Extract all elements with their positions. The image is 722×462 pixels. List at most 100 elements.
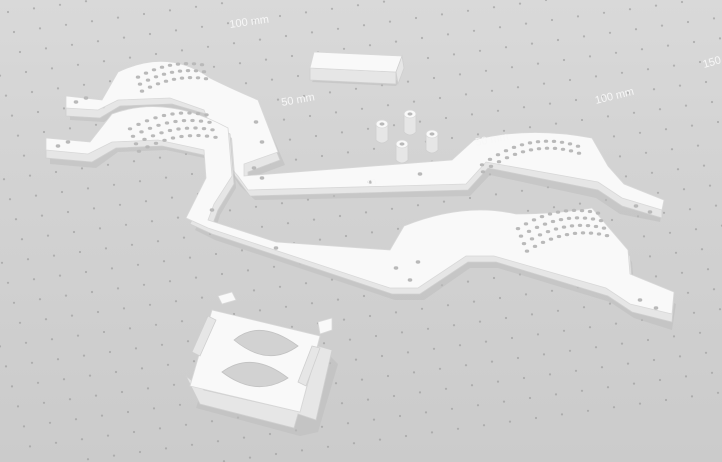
mounting-hole	[542, 222, 548, 226]
grid-dot	[580, 389, 584, 392]
grid-dot	[588, 326, 592, 329]
grid-dot	[142, 12, 146, 16]
grid-dot	[268, 432, 272, 436]
grid-dot	[34, 194, 38, 197]
mounting-hole	[143, 71, 149, 75]
grid-dot	[690, 124, 694, 127]
grid-dot	[86, 187, 90, 190]
grid-dot	[534, 416, 538, 420]
grid-dot	[660, 24, 664, 27]
grid-dot	[100, 414, 104, 417]
grid-dot	[320, 425, 324, 428]
grid-dot	[542, 353, 546, 356]
mounting-hole	[528, 148, 534, 152]
grid-dot	[340, 131, 344, 134]
grid-dot	[96, 310, 100, 314]
grid-dot	[366, 127, 370, 130]
mounting-hole	[588, 231, 594, 235]
grid-dot	[348, 338, 352, 341]
grid-dot	[516, 86, 520, 89]
grid-dot	[618, 155, 622, 158]
grid-dot	[548, 373, 552, 376]
grid-dot	[108, 80, 112, 83]
grid-label-150-edge: 150	[702, 54, 722, 71]
grid-dot	[472, 29, 476, 32]
bar-spacer[interactable]	[309, 51, 405, 86]
grid-dot	[314, 134, 318, 138]
grid-dot	[158, 427, 162, 430]
grid-dot	[568, 349, 572, 352]
mounting-hole	[552, 146, 558, 150]
grid-dot	[82, 83, 86, 86]
motor-mount-bracket[interactable]	[185, 291, 338, 436]
grid-dot	[388, 20, 392, 23]
grid-dot	[692, 40, 696, 44]
grid-dot	[242, 436, 246, 439]
mounting-hole	[545, 230, 551, 234]
grid-dot	[610, 218, 614, 222]
grid-dot	[530, 313, 534, 316]
grid-dot	[150, 220, 154, 223]
grid-dot	[556, 38, 560, 42]
grid-dot	[680, 271, 684, 274]
standoff-peg[interactable]	[403, 109, 417, 136]
grid-dot	[508, 420, 512, 423]
grid-dot	[360, 107, 364, 110]
grid-dot	[536, 333, 540, 336]
grid-dot	[200, 296, 204, 299]
grid-dot	[6, 281, 10, 284]
grid-dot	[166, 363, 170, 366]
standoff-peg[interactable]	[375, 119, 389, 144]
grid-dot	[138, 450, 142, 454]
rear-frame-rail[interactable]	[65, 60, 665, 222]
grid-dot	[682, 188, 686, 191]
grid-dot	[580, 118, 584, 122]
grid-dot	[54, 441, 58, 444]
grid-dot	[304, 11, 308, 14]
grid-dot	[188, 256, 192, 259]
grid-dot	[624, 175, 628, 178]
grid-dot	[304, 282, 308, 285]
standoff-peg[interactable]	[425, 129, 439, 154]
grid-dot	[174, 29, 178, 32]
grid-dot	[334, 111, 338, 114]
grid-dot	[370, 231, 374, 234]
grid-dot	[112, 183, 116, 186]
grid-dot	[278, 285, 282, 288]
grid-dot	[528, 396, 532, 400]
grid-dot	[704, 351, 708, 354]
mounting-hole	[201, 127, 207, 131]
grid-dot	[260, 225, 264, 228]
grid-dot	[98, 227, 102, 230]
mounting-hole	[574, 216, 580, 220]
grid-dot	[520, 189, 524, 192]
mounting-hole	[170, 136, 176, 140]
grid-dot	[114, 370, 118, 374]
grid-dot	[392, 394, 396, 398]
grid-dot	[352, 442, 356, 445]
grid-dot	[456, 427, 460, 430]
grid-dot	[550, 289, 554, 292]
grid-dot	[328, 91, 332, 94]
grid-dot	[80, 167, 84, 170]
grid-dot	[654, 275, 658, 278]
grid-dot	[216, 440, 220, 443]
mounting-hole	[590, 217, 596, 221]
grid-dot	[232, 42, 236, 45]
grid-dot	[310, 31, 314, 34]
grid-dot	[490, 89, 494, 92]
mounting-hole	[183, 62, 189, 66]
mounting-hole	[153, 116, 158, 120]
grid-dot	[522, 106, 526, 109]
front-frame-rail[interactable]	[45, 106, 676, 330]
grid-dot	[146, 387, 150, 390]
grid-dot	[444, 387, 448, 390]
standoff-peg[interactable]	[395, 139, 409, 164]
grid-dot	[50, 67, 54, 70]
grid-dot	[450, 407, 454, 410]
standoff-pegs[interactable]	[375, 109, 439, 164]
mounting-hole	[73, 100, 79, 104]
mounting-hole	[207, 120, 212, 124]
